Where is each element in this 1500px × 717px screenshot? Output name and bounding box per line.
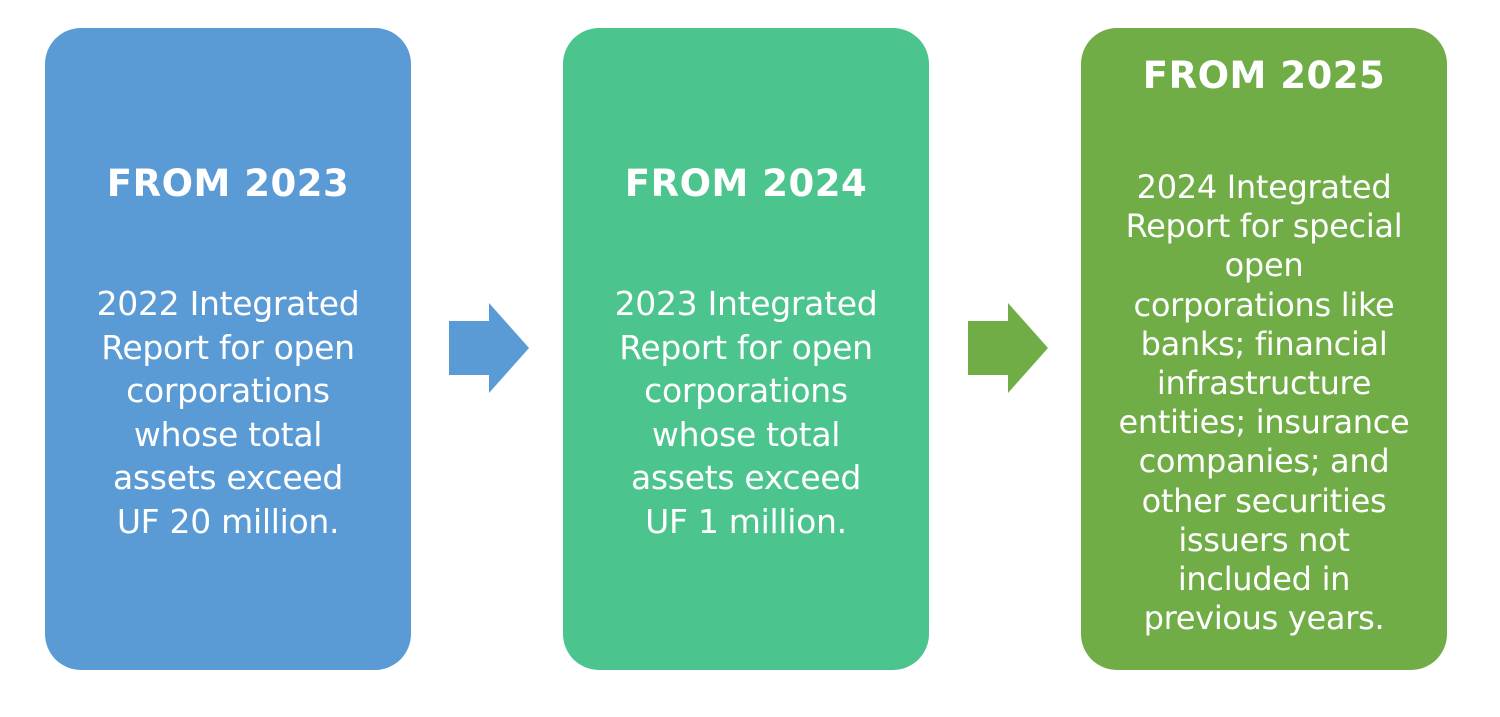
description-line: entities; insurance xyxy=(1118,403,1410,442)
description-line: 2022 Integrated xyxy=(96,284,360,323)
description-line: open xyxy=(1224,246,1304,285)
description-line: 2023 Integrated xyxy=(614,284,878,323)
arrow-shape xyxy=(968,303,1048,393)
arrow-shape xyxy=(449,303,529,393)
description-line: corporations xyxy=(126,371,330,410)
step-title: FROM 2023 xyxy=(106,162,350,205)
description-line: Report for special xyxy=(1125,207,1403,246)
step-description: 2022 Integrated Report for open corporat… xyxy=(63,282,393,543)
step-card-2025: FROM 2025 2024 Integrated Report for spe… xyxy=(1081,28,1447,670)
description-line: Report for open xyxy=(101,327,355,367)
description-line: corporations xyxy=(644,371,848,410)
description-line: infrastructure xyxy=(1156,364,1372,403)
description-line: other securities xyxy=(1141,481,1387,520)
description-line: issuers not xyxy=(1178,520,1350,559)
description-line: previous years. xyxy=(1143,599,1385,638)
description-line: corporations like xyxy=(1133,285,1395,324)
description-line: UF 1 million. xyxy=(645,501,847,541)
step-card-2024: FROM 2024 2023 Integrated Report for ope… xyxy=(563,28,929,670)
description-line: banks; financial xyxy=(1140,324,1388,363)
description-line: whose total xyxy=(133,414,323,454)
right-arrow-icon xyxy=(968,303,1048,393)
description-line: Report for open xyxy=(619,327,873,367)
description-line: companies; and xyxy=(1138,442,1390,481)
description-line: UF 20 million. xyxy=(116,501,340,541)
description-line: assets exceed xyxy=(112,458,343,497)
step-description: 2024 Integrated Report for special open … xyxy=(1093,168,1435,638)
description-line: assets exceed xyxy=(630,458,861,497)
step-description: 2023 Integrated Report for open corporat… xyxy=(581,282,911,543)
step-title: FROM 2025 xyxy=(1142,54,1386,97)
step-title: FROM 2024 xyxy=(624,162,868,205)
right-arrow-icon xyxy=(449,303,529,393)
step-card-2023: FROM 2023 2022 Integrated Report for ope… xyxy=(45,28,411,670)
description-line: included in xyxy=(1177,560,1351,599)
description-line: 2024 Integrated xyxy=(1136,168,1392,206)
description-line: whose total xyxy=(651,414,841,454)
